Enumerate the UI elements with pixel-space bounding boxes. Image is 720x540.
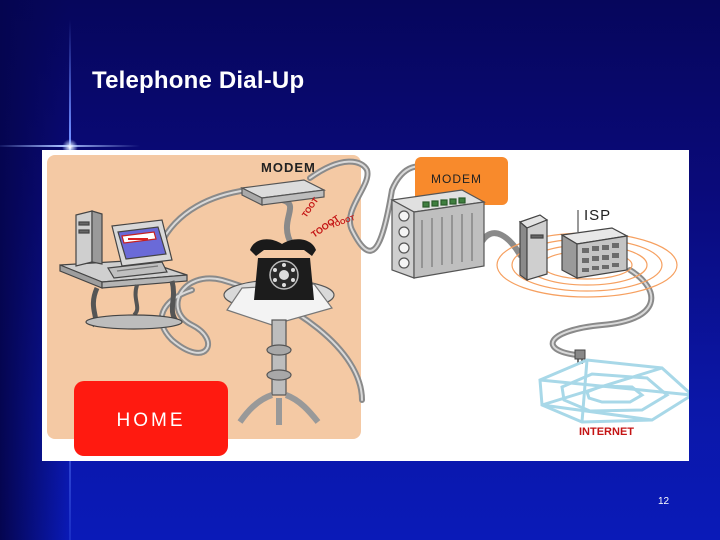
isp-modem-label: MODEM [431, 172, 482, 186]
page-number: 12 [658, 496, 669, 507]
dialup-diagram: MODEM TOOT TOOOT TOOOT [42, 150, 689, 461]
isp-modem-rack [392, 190, 484, 278]
computer-tower [76, 211, 102, 266]
internet-label: INTERNET [579, 426, 634, 438]
home-modem-label: MODEM [261, 160, 316, 175]
home-label: HOME [117, 410, 186, 431]
internet-web-icon [540, 360, 689, 422]
slide-title: Telephone Dial-Up [92, 67, 304, 95]
isp-building-icon [562, 228, 627, 278]
isp-server-icon [520, 215, 547, 280]
isp-label: ISP [584, 207, 611, 224]
internet-cable [553, 270, 652, 355]
modem-server-cable [480, 233, 520, 255]
telephone-icon [250, 239, 316, 300]
computer-monitor [108, 220, 172, 278]
